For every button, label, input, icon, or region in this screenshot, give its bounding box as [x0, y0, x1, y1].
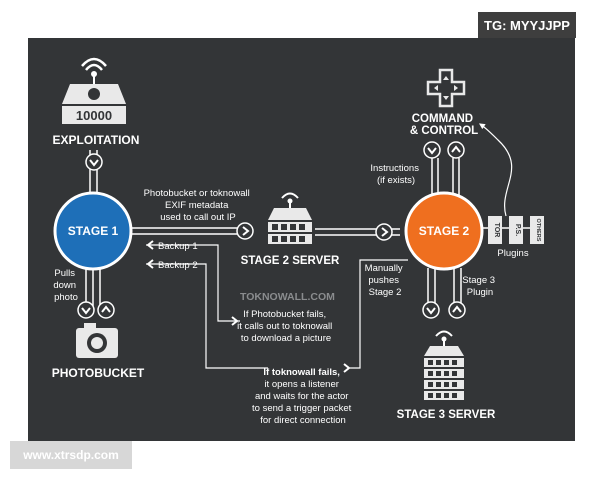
stage2-node: STAGE 2: [404, 191, 484, 271]
photobucket-fails-note: If Photobucket fails, it calls out to to…: [237, 309, 335, 344]
exploitation-label: EXPLOITATION: [53, 133, 140, 147]
instructions-note: Instructions (if exists): [370, 163, 421, 186]
backup1-label: Backup 1: [158, 241, 198, 252]
diagram-panel: 10000 EXPLOITATION STAGE 1 Photobucket o…: [28, 38, 575, 441]
manually-pushes-note: Manually pushes Stage 2: [365, 263, 406, 298]
plugin-others: OTHERS: [535, 219, 541, 242]
site-watermark: www.xtrsdp.com: [10, 441, 132, 469]
flow-chevrons: [77, 141, 466, 373]
malware-flow-diagram: 10000 EXPLOITATION STAGE 1 Photobucket o…: [52, 57, 544, 426]
stage3-server-label: STAGE 3 SERVER: [397, 409, 496, 421]
stage2-label: STAGE 2: [419, 224, 470, 238]
plugins-group: TOR P.S. OTHERS: [488, 216, 544, 244]
exploitation-screen-text: 10000: [76, 108, 112, 123]
plugins-label: Plugins: [497, 248, 528, 259]
toknowall-fails-note: If toknowall fails, it opens a listener …: [252, 367, 354, 426]
gamepad-cross-icon: [426, 68, 466, 108]
telegram-tag: TG: MYYJJPP: [478, 12, 576, 38]
stage1-label: STAGE 1: [68, 224, 119, 238]
camera-icon: [76, 323, 118, 358]
command-control-label: COMMAND & CONTROL: [410, 113, 478, 137]
stage3-server-icon: [424, 330, 464, 400]
stage2-server-icon: [268, 192, 312, 244]
connectors: [85, 123, 513, 369]
stage3-plugin-note: Stage 3 Plugin: [462, 275, 497, 298]
photobucket-metadata-note: Photobucket or toknowall EXIF metadata u…: [144, 188, 253, 223]
stage2-server-label: STAGE 2 SERVER: [241, 255, 340, 267]
stage1-node: STAGE 1: [53, 191, 133, 271]
pulls-down-photo-note: Pulls down photo: [53, 268, 78, 303]
toknowall-site-label: TOKNOWALL.COM: [240, 291, 335, 303]
photobucket-label: PHOTOBUCKET: [52, 366, 145, 380]
backup2-label: Backup 2: [158, 260, 198, 271]
plugin-ps: P.S.: [514, 224, 521, 236]
plugin-tor: TOR: [493, 223, 500, 238]
exploitation-server-icon: 10000: [62, 57, 126, 124]
